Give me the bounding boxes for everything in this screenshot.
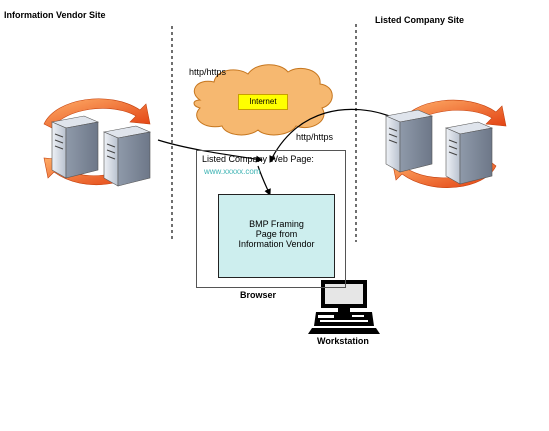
bmp-framing-text: BMP Framing Page from Information Vendor xyxy=(218,219,335,249)
right-server-cluster xyxy=(384,99,507,188)
page-to-bmp-connector xyxy=(257,165,271,196)
information-vendor-site-title: Information Vendor Site xyxy=(4,10,106,20)
server-icon xyxy=(102,125,152,187)
internet-label: Internet xyxy=(238,94,288,110)
computer-icon xyxy=(308,280,380,334)
browser-label: Browser xyxy=(240,290,277,300)
listed-company-site-title: Listed Company Site xyxy=(375,15,465,25)
server-icon xyxy=(384,109,434,173)
browser-frame xyxy=(196,150,346,288)
protocol-label-top: http/https xyxy=(189,67,227,77)
server-icon xyxy=(50,115,100,179)
company-to-page-connector xyxy=(269,108,396,163)
bmp-line: Information Vendor xyxy=(238,239,315,249)
vendor-to-page-connector xyxy=(157,139,263,163)
listed-company-page-title: Listed Company Web Page: xyxy=(202,154,314,164)
server-icon xyxy=(444,121,494,185)
bmp-line: Page from xyxy=(255,229,298,239)
bmp-framing-page xyxy=(218,194,335,278)
protocol-label-right: http/https xyxy=(296,132,334,142)
left-server-cluster xyxy=(43,98,152,187)
listed-company-page-url: www.xxxxx.com xyxy=(204,167,261,176)
workstation-label: Workstation xyxy=(317,336,369,346)
bmp-line: BMP Framing xyxy=(249,219,304,229)
left-sync-arrow-top xyxy=(43,98,151,129)
